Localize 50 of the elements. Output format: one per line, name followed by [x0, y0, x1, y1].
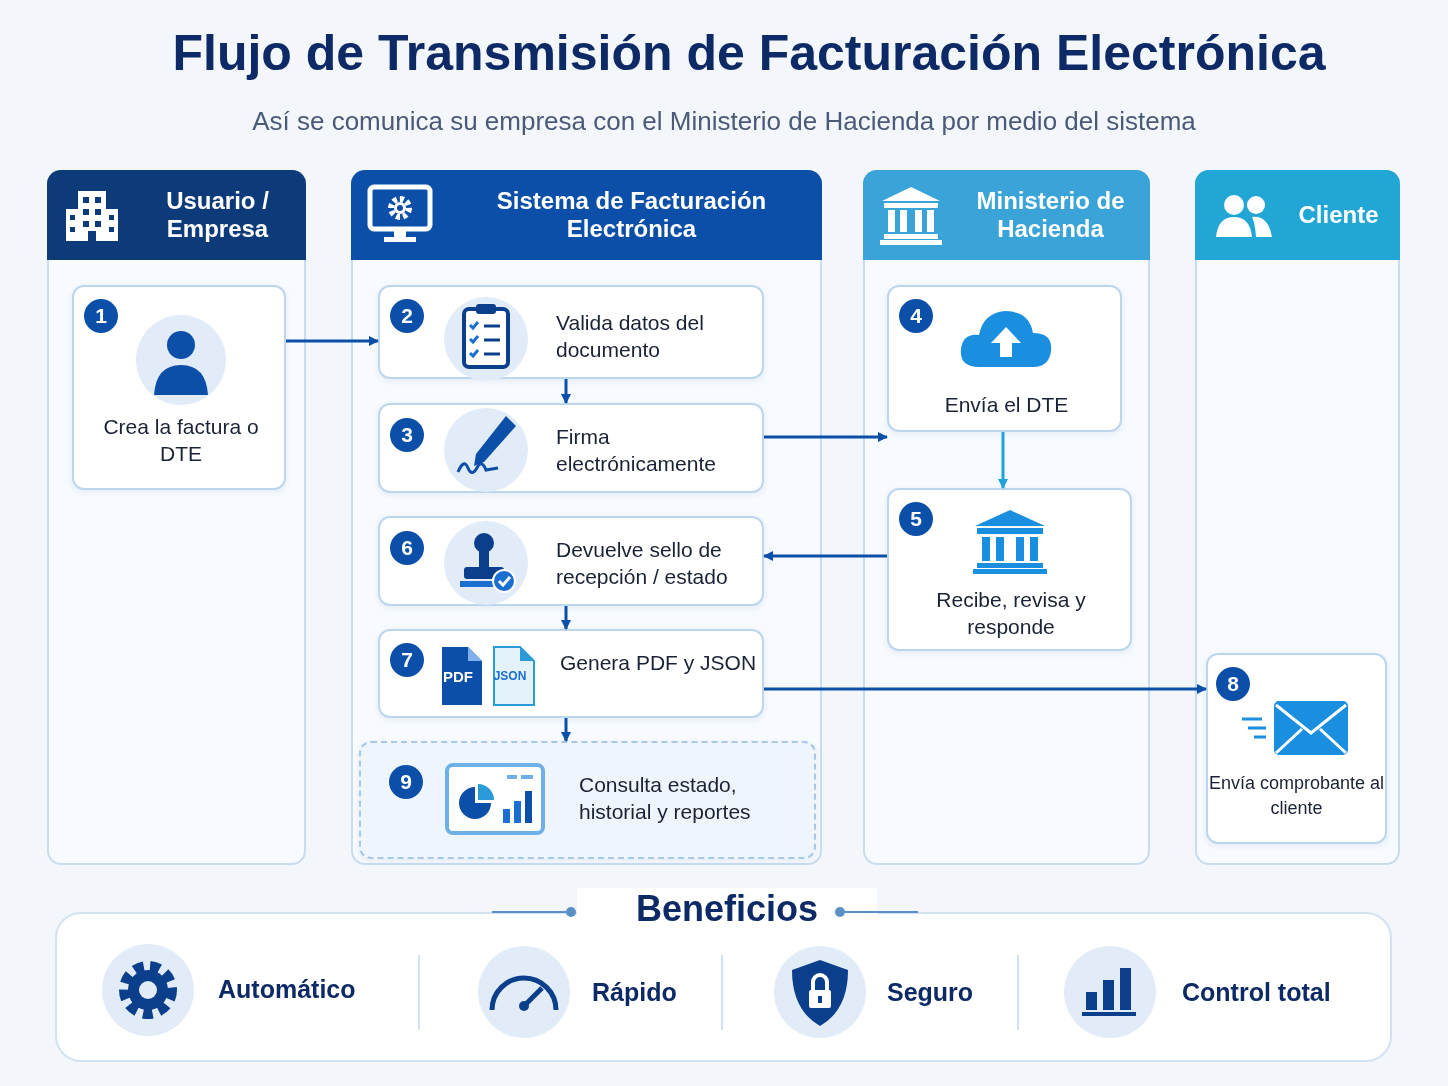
step-number: 4 — [899, 299, 933, 333]
lane-title: Ministerio de Hacienda — [975, 187, 1126, 243]
step-text: Devuelve sello de recepción / estado — [556, 537, 729, 590]
file-type-label: PDF — [442, 668, 474, 685]
step-number: 6 — [390, 531, 424, 565]
arrow — [286, 336, 379, 346]
step-card — [378, 403, 764, 493]
step-number: 7 — [390, 643, 424, 677]
step-number: 8 — [1216, 667, 1250, 701]
step-number: 1 — [84, 299, 118, 333]
arrow — [998, 432, 1008, 489]
step-card — [887, 285, 1122, 432]
step-number: 3 — [390, 418, 424, 452]
arrow — [763, 551, 887, 561]
subtitle: Así se comunica su empresa con el Ministerio de Hacienda por medio del sistema — [251, 106, 1197, 137]
step-text: Recibe, revisa y responde — [935, 587, 1087, 640]
arrow — [561, 718, 571, 742]
benefit-label: Control total — [1182, 978, 1332, 1007]
swimlane — [47, 170, 306, 865]
benefit-label: Seguro — [887, 978, 975, 1007]
step-card — [887, 488, 1132, 651]
step-number: 5 — [899, 502, 933, 536]
swimlane — [351, 170, 822, 865]
swimlane — [863, 170, 1150, 865]
title: Flujo de Transmisión de Facturación Electrónica — [171, 24, 1327, 82]
arrow — [561, 379, 571, 404]
step-number: 9 — [389, 765, 423, 799]
step-number: 2 — [390, 299, 424, 333]
step-text: Envía comprobante al cliente — [1208, 772, 1385, 820]
step-text: Firma electrónicamente — [556, 424, 717, 477]
step-card — [378, 629, 764, 718]
swimlane — [1195, 170, 1400, 865]
step-card — [72, 285, 286, 490]
lane-title: Cliente — [1298, 201, 1379, 229]
step-card — [1206, 653, 1387, 844]
arrow — [764, 684, 1207, 694]
step-text: Envía el DTE — [943, 392, 1070, 418]
arrow — [561, 606, 571, 630]
step-card — [378, 285, 764, 379]
step-text: Consulta estado, historial y reportes — [579, 772, 752, 825]
arrow — [764, 432, 888, 442]
lane-title: Usuario / Empresa — [165, 187, 270, 243]
step-text: Genera PDF y JSON — [560, 650, 758, 676]
benefit-label: Rápido — [592, 978, 678, 1007]
step-card — [359, 741, 816, 859]
lane-title: Sistema de Facturación Electrónica — [495, 187, 768, 243]
step-text: Valida datos del documento — [556, 310, 705, 363]
step-card — [378, 516, 764, 606]
benefit-label: Automático — [218, 975, 357, 1004]
step-text: Crea la factura o DTE — [102, 414, 260, 467]
